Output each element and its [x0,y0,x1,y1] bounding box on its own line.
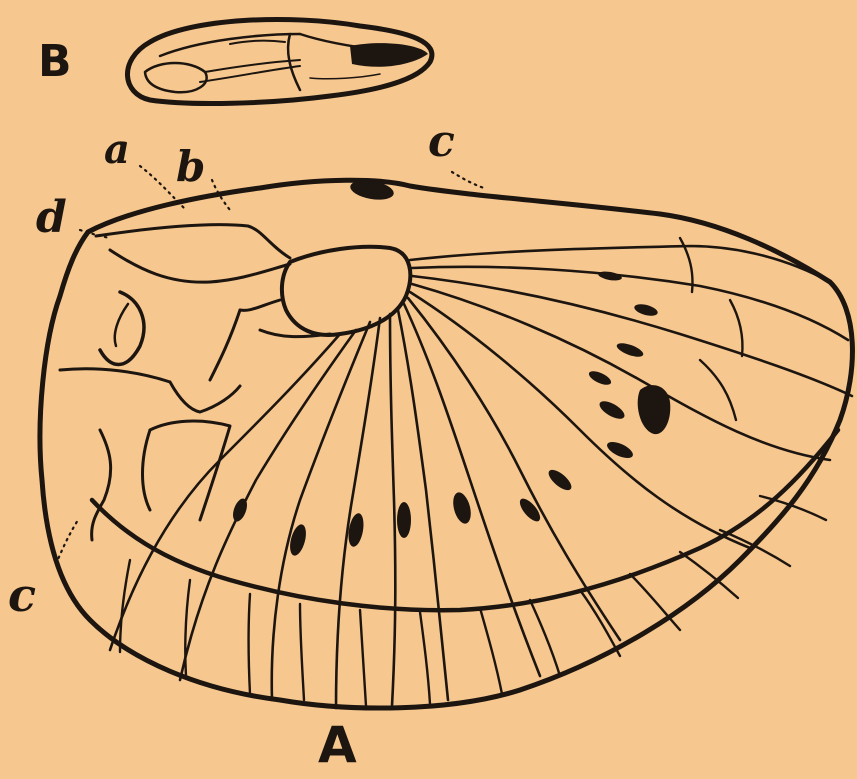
inset-wing-b [127,19,431,103]
part-label-b: b [176,146,205,188]
wing-spots [230,177,670,557]
main-wing-a [40,166,852,708]
panel-label-b: B [38,40,72,84]
part-label-c-lower: c [8,572,36,618]
part-label-c-upper: c [428,120,455,164]
panel-label-a: A [318,720,357,770]
part-label-d: d [36,196,67,240]
radiating-veins [110,246,852,708]
part-label-a: a [104,130,130,170]
marginal-cross-veins [120,238,826,706]
